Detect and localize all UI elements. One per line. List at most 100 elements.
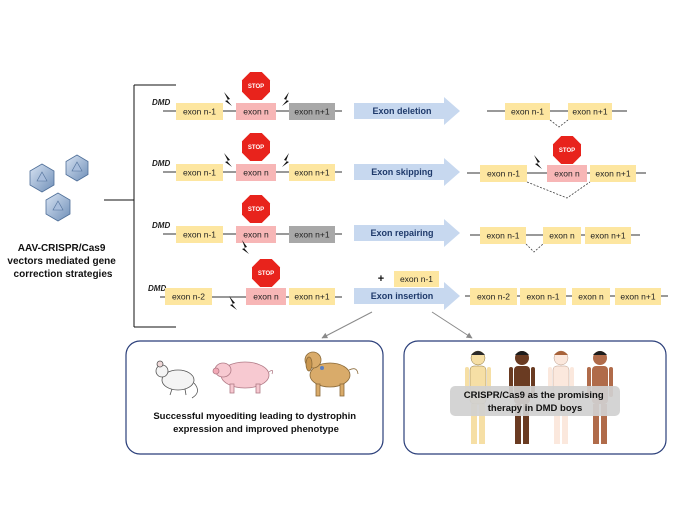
virus-icon	[65, 154, 89, 182]
strategy-arrow	[354, 282, 460, 310]
exon-box	[505, 103, 550, 120]
aav-virus-icons	[29, 154, 89, 222]
exon-label: exon n+1	[294, 292, 329, 302]
exon-label: exon n	[253, 292, 279, 302]
row-exon-insertion: DMD exon n-2 exon n exon n+1 STOP + exon…	[148, 259, 668, 310]
svg-text:STOP: STOP	[248, 207, 264, 213]
stop-sign-icon: STOP	[242, 72, 270, 100]
therapy-caption-box	[450, 386, 620, 416]
exon-label: exon n+1	[294, 107, 329, 117]
dog-icon	[304, 351, 359, 397]
caption-line-1: Successful myoediting leading to dystrop…	[153, 411, 356, 422]
lightning-icon	[224, 92, 232, 106]
exon-box	[590, 165, 636, 182]
caption-line-2: expression and improved phenotype	[173, 424, 339, 435]
strategy-label: Exon skipping	[371, 167, 433, 177]
pig-icon	[212, 361, 273, 394]
lightning-icon	[534, 155, 542, 169]
gene-label: DMD	[152, 221, 170, 230]
title-line-3: correction strategies	[14, 269, 113, 280]
exon-label: exon n+1	[294, 168, 329, 178]
exon-label: exon n	[554, 169, 580, 179]
strategy-label: Exon insertion	[371, 291, 434, 301]
exon-label: exon n-1	[183, 107, 216, 117]
strategy-arrow	[354, 158, 460, 186]
lightning-icon	[242, 240, 249, 254]
virus-icon	[45, 192, 71, 222]
lightning-icon	[282, 92, 289, 106]
exon-box	[246, 288, 286, 305]
gene-label: DMD	[152, 159, 170, 168]
exon-label: exon n-1	[183, 168, 216, 178]
exon-label: exon n-1	[487, 169, 520, 179]
exon-label: exon n	[578, 292, 604, 302]
exon-box	[480, 165, 527, 182]
gene-label: DMD	[152, 98, 170, 107]
insert-exon-label: exon n-1	[400, 274, 433, 284]
exon-box	[568, 103, 612, 120]
exon-label: exon n	[243, 230, 269, 240]
svg-text:STOP: STOP	[248, 84, 264, 90]
row-exon-deletion: DMD exon n-1 exon n exon n+1 STOP Exon d…	[152, 72, 627, 128]
splice-junction	[525, 243, 544, 253]
exon-box	[165, 288, 212, 305]
svg-text:STOP: STOP	[559, 148, 575, 154]
exon-box	[236, 103, 276, 120]
plus-sign: +	[378, 273, 384, 285]
exon-box	[547, 165, 587, 182]
stop-sign-icon: STOP	[242, 133, 270, 161]
exon-box	[543, 227, 581, 244]
exon-box	[236, 164, 276, 181]
skip-junction	[526, 181, 591, 199]
exon-box	[176, 164, 223, 181]
title-line-1: AAV-CRISPR/Cas9	[18, 243, 106, 254]
svg-text:STOP: STOP	[248, 145, 264, 151]
splice-junction	[549, 119, 569, 128]
lightning-icon	[282, 153, 289, 167]
exon-box	[289, 226, 335, 243]
strategy-label: Exon repairing	[370, 228, 433, 238]
exon-label: exon n-1	[183, 230, 216, 240]
exon-box	[572, 288, 610, 305]
strategy-arrow	[354, 97, 460, 125]
therapy-line-2: therapy in DMD boys	[488, 403, 583, 414]
mouse-icon	[155, 360, 198, 399]
lightning-icon	[224, 153, 232, 167]
stop-sign-icon: STOP	[242, 195, 270, 223]
exon-label: exon n	[243, 107, 269, 117]
strategy-arrow	[354, 219, 460, 247]
animal-models-panel	[125, 340, 384, 455]
exon-box	[585, 227, 631, 244]
connector-arrow	[431, 311, 473, 339]
exon-label: exon n+1	[294, 230, 329, 240]
exon-box	[289, 288, 335, 305]
exon-label: exon n+1	[572, 107, 607, 117]
exon-label: exon n	[243, 168, 269, 178]
exon-label: exon n-1	[526, 292, 559, 302]
gene-label: DMD	[148, 284, 166, 293]
exon-label: exon n-1	[511, 107, 544, 117]
animal-models-caption: Successful myoediting leading to dystrop…	[153, 411, 358, 435]
exon-label: exon n-2	[477, 292, 510, 302]
vector-strategies-title: AAV-CRISPR/Cas9 vectors mediated gene co…	[7, 243, 118, 280]
strategy-label: Exon deletion	[372, 106, 431, 116]
virus-icon	[29, 163, 55, 193]
row-exon-skipping: DMD exon n-1 exon n exon n+1 STOP Exon s…	[152, 133, 646, 199]
exon-label: exon n	[549, 231, 575, 241]
therapy-caption: CRISPR/Cas9 as the promising therapy in …	[464, 390, 607, 414]
exon-label: exon n-2	[172, 292, 205, 302]
svg-text:STOP: STOP	[258, 271, 274, 277]
title-line-2: vectors mediated gene	[7, 256, 116, 267]
exon-label: exon n-1	[486, 231, 519, 241]
strategy-bracket	[104, 84, 176, 328]
row-exon-repairing: DMD exon n-1 exon n exon n+1 STOP Exon r…	[152, 195, 640, 254]
exon-label: exon n+1	[620, 292, 655, 302]
exon-box	[615, 288, 661, 305]
exon-box	[236, 226, 276, 243]
stop-sign-icon: STOP	[252, 259, 280, 287]
exon-box	[520, 288, 566, 305]
exon-label: exon n+1	[595, 169, 630, 179]
connector-arrow	[321, 311, 373, 339]
lightning-icon	[229, 296, 237, 310]
